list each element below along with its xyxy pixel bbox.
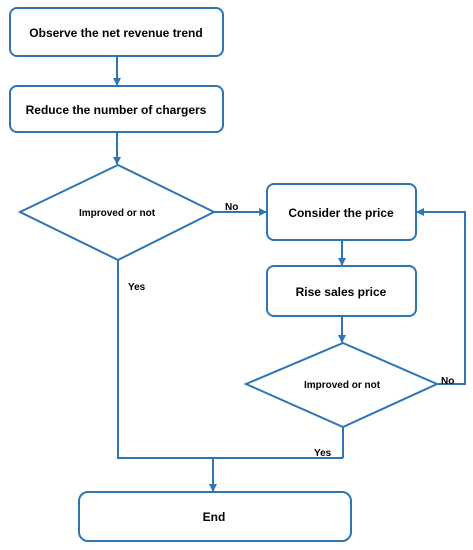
- node-rise: Rise sales price: [266, 265, 417, 317]
- node-rise-label: Rise sales price: [296, 285, 387, 299]
- node-decision1-label: Improved or not: [79, 208, 156, 219]
- node-observe: Observe the net revenue trend: [9, 7, 224, 57]
- node-reduce-label: Reduce the number of chargers: [26, 103, 207, 117]
- node-decision2-label: Improved or not: [304, 380, 381, 391]
- edge-decision2-no: [416, 208, 466, 385]
- node-reduce: Reduce the number of chargers: [9, 85, 224, 133]
- node-end-label: End: [203, 510, 226, 524]
- edge-decision1-yes: [117, 260, 343, 459]
- node-end: End: [78, 491, 352, 542]
- node-observe-label: Observe the net revenue trend: [29, 26, 202, 40]
- node-consider-label: Consider the price: [288, 206, 394, 220]
- edge-label-d2-yes: Yes: [314, 448, 332, 459]
- node-decision1: Improved or not: [17, 163, 217, 262]
- edge-label-d1-yes: Yes: [128, 282, 146, 293]
- edge-label-d1-no: No: [225, 202, 238, 213]
- node-decision2: Improved or not: [243, 341, 440, 429]
- node-consider: Consider the price: [266, 183, 417, 241]
- edge-label-d2-no: No: [441, 376, 454, 387]
